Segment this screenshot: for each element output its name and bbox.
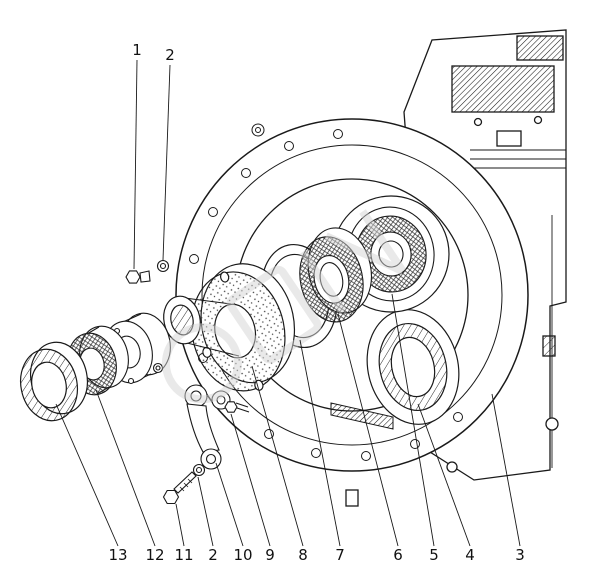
part-flange-shaft-8 (163, 263, 296, 392)
part-lower-bore-4 (366, 309, 460, 425)
part-bolt-lower (162, 463, 206, 505)
callout-11: 11 (174, 546, 193, 564)
callout-12: 12 (145, 546, 164, 564)
callout-1: 1 (132, 41, 142, 59)
callout-4: 4 (465, 546, 475, 564)
callout-2-bottom: 2 (208, 546, 218, 564)
part-seal-ring-13 (20, 341, 88, 422)
callout-6: 6 (393, 546, 403, 564)
part-bolt-1 (125, 270, 151, 284)
callout-7: 7 (335, 546, 345, 564)
callout-numbers: 1 2 13 12 11 2 10 9 8 7 6 5 4 3 (108, 41, 524, 564)
housing-rib (330, 402, 394, 430)
callout-10: 10 (233, 546, 252, 564)
watermark (161, 209, 407, 404)
fork-pin-bolt (224, 401, 238, 413)
callout-8: 8 (298, 546, 308, 564)
callout-5: 5 (429, 546, 439, 564)
callout-9: 9 (265, 546, 275, 564)
callout-3: 3 (515, 546, 525, 564)
leader-lines (55, 59, 521, 547)
callout-2-top: 2 (165, 46, 175, 64)
part-washer-2 (156, 259, 170, 273)
callout-13: 13 (108, 546, 127, 564)
part-bearing-ring-6 (299, 227, 372, 323)
